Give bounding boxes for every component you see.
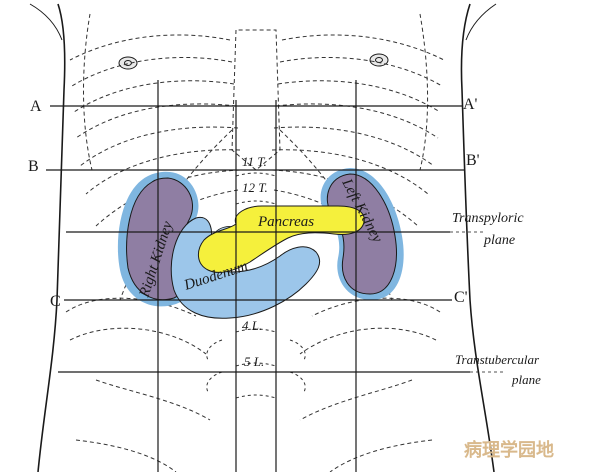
vertebra-label-l5: 5 L.	[244, 354, 264, 369]
pancreas	[198, 205, 365, 273]
transpyloric-plane-label: plane	[483, 233, 515, 248]
transtubercular-label: Transtubercular	[455, 352, 540, 367]
pelvis-outline	[65, 297, 441, 472]
torso-outline	[29, 3, 497, 472]
vertebra-label-t11: 11 T.	[242, 154, 267, 169]
transpyloric-label: Transpyloric	[452, 211, 524, 226]
transtubercular-plane-label: plane	[511, 372, 541, 387]
plane-label-c-left: C	[50, 293, 61, 310]
plane-label-b-right: B'	[466, 152, 480, 169]
horizontal-planes	[46, 105, 470, 373]
plane-label-c-right: C'	[454, 289, 468, 306]
left-kidney	[320, 168, 404, 300]
plane-label-a-right: A'	[463, 96, 478, 113]
nipples	[118, 53, 389, 70]
plane-label-a-left: A	[30, 98, 42, 115]
vertebra-label-l4: 4 L.	[242, 318, 262, 333]
plane-label-b-left: B	[28, 158, 39, 175]
vertebra-label-t12: 12 T.	[242, 180, 268, 195]
pancreas-label: Pancreas	[257, 214, 314, 230]
plane-extension-leaders	[450, 231, 506, 373]
watermark: 病理学园地	[464, 439, 554, 461]
vertical-lines	[157, 80, 357, 472]
